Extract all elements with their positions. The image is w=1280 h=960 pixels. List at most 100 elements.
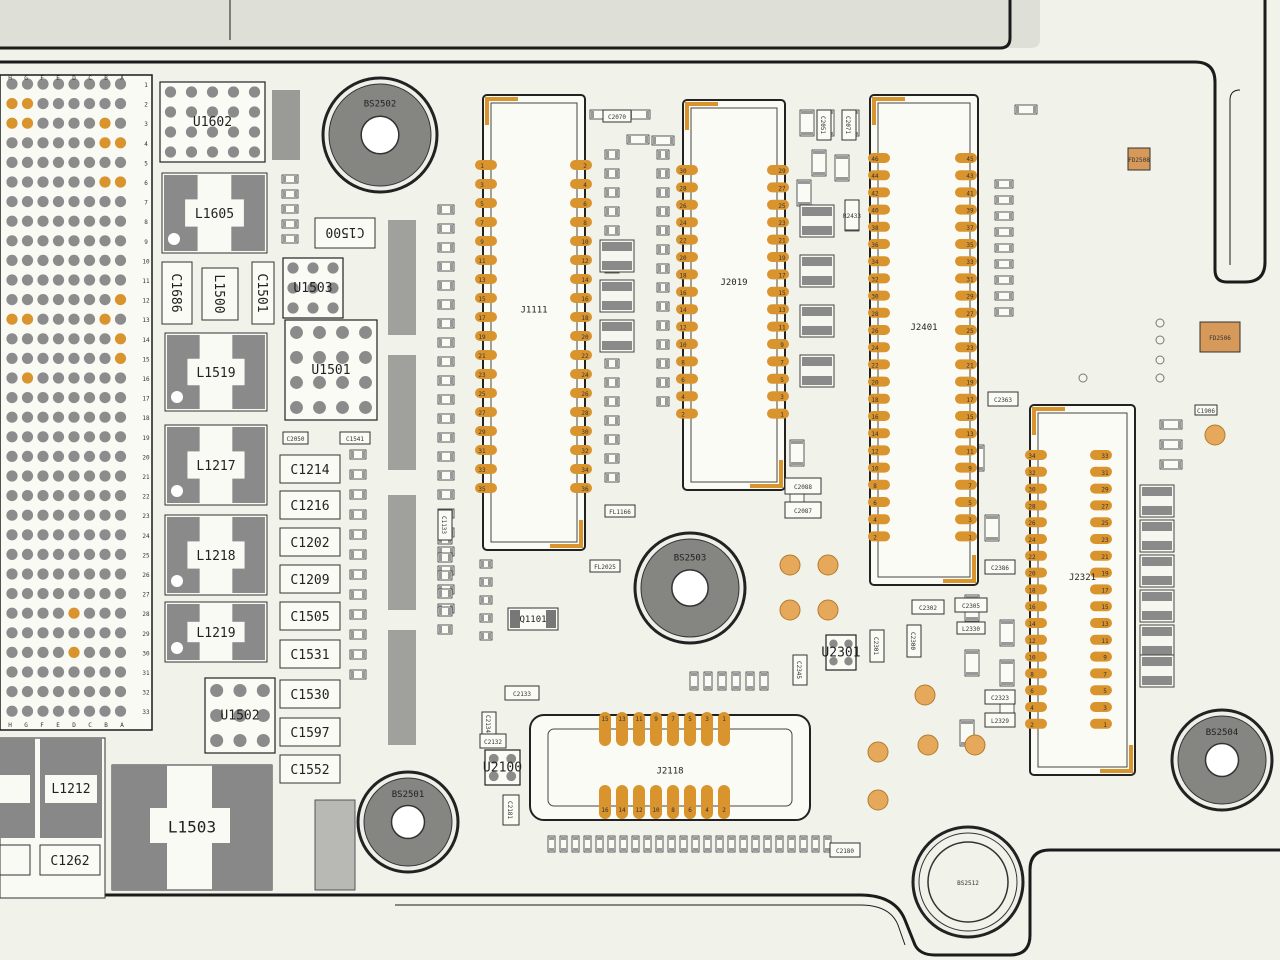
ic-u2100: U2100 bbox=[483, 749, 522, 786]
smd-component bbox=[604, 206, 620, 217]
capacitor-label: C1214 bbox=[290, 463, 329, 478]
bga-ball bbox=[21, 392, 34, 404]
bga-ball bbox=[68, 117, 80, 129]
connector-pin bbox=[868, 221, 890, 232]
bga-ball bbox=[21, 156, 34, 168]
inductor-l1217: L1217 bbox=[164, 424, 268, 506]
smd-component bbox=[745, 671, 755, 691]
smd-component bbox=[656, 187, 670, 198]
capacitor-c2133: C2133 bbox=[504, 685, 540, 701]
pin-number: 9 bbox=[780, 342, 784, 349]
pin-number: 36 bbox=[871, 242, 879, 249]
pin-number: 23 bbox=[478, 372, 486, 379]
smd-component bbox=[437, 337, 455, 348]
connector-pin bbox=[1090, 718, 1112, 729]
bga-ball bbox=[52, 490, 65, 502]
smd-component bbox=[643, 835, 652, 853]
pin-number: 26 bbox=[679, 203, 687, 210]
pin-number: 3 bbox=[705, 716, 709, 723]
part-fd2506: FD2506 bbox=[1199, 321, 1241, 353]
connector-pin bbox=[767, 165, 789, 175]
connector-pin bbox=[475, 407, 497, 417]
connector-pin bbox=[868, 204, 890, 215]
bga-ball bbox=[114, 392, 127, 404]
connector-pin bbox=[868, 325, 890, 335]
pin-number: 32 bbox=[581, 448, 589, 455]
pin-number: 17 bbox=[478, 315, 486, 322]
bga-ball bbox=[114, 470, 127, 482]
capacitor-label: C2050 bbox=[286, 436, 304, 443]
connector-pin bbox=[1090, 702, 1112, 712]
pin-number: 3 bbox=[1103, 705, 1107, 712]
connector-pin bbox=[475, 274, 497, 284]
pin-number: 11 bbox=[966, 448, 974, 455]
connector-pin bbox=[1025, 668, 1047, 679]
smd-component bbox=[691, 835, 700, 853]
bga-ball bbox=[52, 431, 65, 443]
connector-pin bbox=[570, 255, 592, 265]
bga-ball bbox=[21, 294, 34, 306]
smd-component bbox=[994, 179, 1014, 189]
connector-pin bbox=[633, 785, 645, 819]
pin-number: 7 bbox=[480, 220, 484, 227]
smd-component bbox=[604, 358, 620, 369]
capacitor-label: C1505 bbox=[290, 610, 329, 625]
connector-pin bbox=[570, 293, 592, 303]
connector-pin bbox=[767, 304, 789, 315]
bga-ball bbox=[99, 392, 111, 404]
connector-pin bbox=[868, 153, 890, 163]
bga-row-label: 1 bbox=[144, 82, 148, 89]
bga-col-label: F bbox=[40, 75, 44, 82]
bga-ball bbox=[52, 117, 65, 129]
connector-pin bbox=[868, 445, 890, 456]
bga-ball bbox=[37, 450, 49, 462]
bga-ball bbox=[83, 156, 96, 168]
connector-pin bbox=[633, 712, 645, 746]
capacitor-c2305: C2305 bbox=[954, 597, 988, 613]
connector-pin bbox=[767, 252, 789, 262]
connector-pin bbox=[955, 497, 977, 507]
bga-ball bbox=[83, 627, 96, 639]
bga-ball bbox=[68, 372, 80, 384]
smd-component bbox=[994, 259, 1014, 269]
pin-number: 14 bbox=[1028, 621, 1036, 628]
bga-ball bbox=[21, 313, 34, 325]
mosfet-package bbox=[599, 239, 635, 273]
smd-component bbox=[739, 835, 748, 853]
ic-label: U1501 bbox=[311, 363, 350, 378]
connector-pin bbox=[1025, 483, 1047, 494]
bga-ball bbox=[68, 254, 80, 266]
bga-row-label: 16 bbox=[142, 376, 150, 383]
smd-component bbox=[656, 301, 670, 312]
connector-pin bbox=[475, 464, 497, 474]
bga-ball bbox=[83, 548, 96, 561]
bga-ball bbox=[83, 490, 96, 502]
bga-ball bbox=[37, 686, 49, 698]
bga-ball bbox=[52, 588, 65, 600]
connector-pin bbox=[955, 445, 977, 456]
connector-pin bbox=[475, 426, 497, 436]
bga-ball bbox=[52, 666, 65, 678]
ic-label: U1502 bbox=[220, 709, 259, 724]
pin-number: 28 bbox=[1028, 503, 1036, 510]
capacitor-c2180: C2180 bbox=[829, 842, 861, 858]
mosfet-package bbox=[599, 319, 635, 353]
bga-ball bbox=[6, 156, 18, 168]
connector-pin bbox=[667, 785, 679, 819]
board-outline-upper bbox=[0, 0, 1267, 284]
smd-component bbox=[607, 835, 616, 853]
connector-label: J2019 bbox=[720, 278, 747, 288]
bga-ball bbox=[99, 313, 111, 325]
pin-number: 3 bbox=[480, 182, 484, 189]
connector-pin bbox=[650, 785, 662, 819]
bga-ball bbox=[114, 254, 127, 266]
bga-ball bbox=[6, 196, 18, 208]
connector-pin bbox=[1025, 450, 1047, 460]
connector-pin bbox=[1025, 534, 1047, 544]
pin-number: 16 bbox=[871, 414, 879, 421]
bga-row-label: 33 bbox=[142, 709, 150, 716]
bga-ball bbox=[83, 470, 96, 482]
smd-component bbox=[626, 134, 650, 145]
pin-number: 11 bbox=[635, 716, 643, 723]
smd-component bbox=[651, 135, 675, 146]
